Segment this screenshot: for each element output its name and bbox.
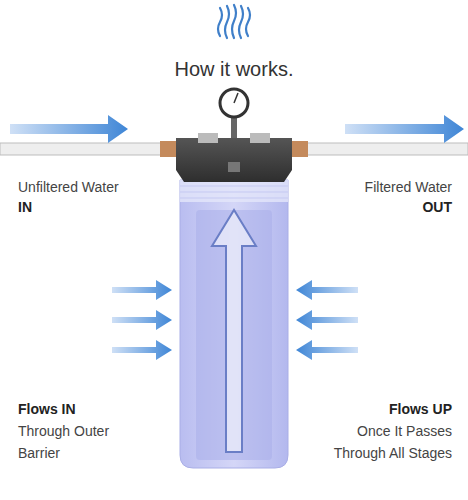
diagram-title: How it works. [0, 58, 468, 81]
gauge-needle [234, 93, 238, 103]
inflow-arrow [10, 115, 128, 143]
label-text: Flows IN [18, 398, 76, 420]
logo-wave [218, 8, 222, 36]
filter-cartridge [196, 210, 272, 460]
label-text: Filtered Water [365, 176, 452, 198]
label-text: Flows UP [389, 398, 452, 420]
label-text: IN [18, 196, 32, 218]
filter-housing [180, 180, 288, 468]
inlet-fitting [160, 141, 176, 157]
logo-wave [232, 5, 236, 38]
head-button [228, 162, 240, 172]
label-text: Once It Passes Through All Stages [322, 420, 452, 464]
pressure-gauge [220, 89, 248, 117]
filter-head [176, 138, 292, 182]
head-bolt [250, 133, 270, 143]
housing-thread [180, 180, 288, 202]
outlet-fitting [292, 141, 308, 157]
label-text: OUT [422, 196, 452, 218]
inward-arrow [112, 340, 172, 360]
inward-arrows-left [112, 280, 172, 360]
logo-wave [246, 8, 250, 36]
upflow-arrow [212, 210, 256, 452]
inward-arrows-right [296, 280, 358, 360]
inward-arrow [112, 280, 172, 300]
logo-wave [239, 6, 243, 38]
head-bolt [198, 133, 218, 143]
logo-wave [225, 6, 229, 38]
thread-lines [180, 186, 288, 198]
inward-arrow [296, 310, 358, 330]
label-text: Unfiltered Water [18, 176, 119, 198]
inward-arrow [112, 310, 172, 330]
logo [218, 5, 250, 38]
outlet-pipe [296, 143, 468, 155]
label-text: Through Outer Barrier [18, 420, 128, 464]
inlet-pipe [0, 143, 172, 155]
inward-arrow [296, 280, 358, 300]
outflow-arrow [345, 115, 464, 143]
inward-arrow [296, 340, 358, 360]
